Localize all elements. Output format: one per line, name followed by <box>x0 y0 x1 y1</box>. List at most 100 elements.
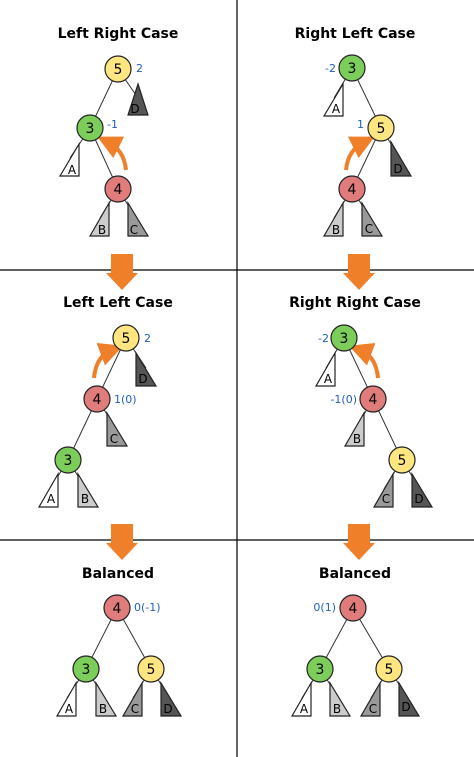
node-4 <box>83 385 111 413</box>
node-label-3: 3 <box>340 331 349 347</box>
subtree-label-c: C <box>131 702 139 716</box>
subtree-d <box>127 82 149 116</box>
subtree-label-d: D <box>414 492 423 506</box>
panel-left-right-case: Left Right Case D A B C 5 2 3 -1 4 <box>58 26 179 237</box>
node-4 <box>339 594 367 622</box>
subtree-label-a: A <box>65 702 74 716</box>
balance-factor-4: -1(0) <box>330 393 357 406</box>
subtree-b <box>95 680 118 717</box>
subtree-d <box>411 471 434 508</box>
subtree-b <box>343 410 365 447</box>
node-3 <box>306 655 334 683</box>
balance-factor-4: 1(0) <box>114 393 137 406</box>
subtree-c <box>121 680 143 717</box>
balance-factor-5: 2 <box>144 332 151 345</box>
subtree-b <box>322 200 344 237</box>
transition-arrow-right-top <box>343 254 375 290</box>
node-label-4: 4 <box>93 392 102 408</box>
panel-title: Left Left Case <box>63 295 173 311</box>
balance-factor-3: -2 <box>325 62 336 75</box>
panel-right-right-case: Right Right Case A B C D 3 -2 4 -1(0) 5 <box>289 295 434 508</box>
node-5 <box>388 446 416 474</box>
subtree-d <box>135 350 158 387</box>
node-3 <box>54 446 82 474</box>
node-4 <box>103 594 131 622</box>
node-label-3: 3 <box>316 662 325 678</box>
subtree-label-d: D <box>163 702 172 716</box>
subtree-label-a: A <box>324 372 333 386</box>
panel-title: Balanced <box>319 566 391 582</box>
balance-factor-4: 0(1) <box>313 601 336 614</box>
subtree-label-b: B <box>332 223 340 237</box>
rotation-arrow <box>344 136 375 171</box>
subtree-a <box>322 81 344 117</box>
node-label-4: 4 <box>348 182 357 198</box>
subtree-label-b: B <box>353 432 361 446</box>
node-4 <box>104 175 132 203</box>
balance-factor-5: 1 <box>357 118 364 131</box>
node-label-4: 4 <box>113 601 122 617</box>
subtree-d <box>398 680 421 717</box>
subtree-label-b: B <box>333 702 341 716</box>
panel-title: Right Right Case <box>289 295 421 311</box>
subtree-c <box>127 200 150 237</box>
subtree-a <box>37 471 59 508</box>
subtree-b <box>329 680 352 717</box>
subtree-d <box>160 680 183 717</box>
subtree-label-c: C <box>130 223 138 237</box>
subtree-label-b: B <box>99 702 107 716</box>
balance-factor-3: -1 <box>107 118 118 131</box>
subtree-label-d: D <box>401 700 410 714</box>
subtree-label-b: B <box>81 492 89 506</box>
subtree-c <box>361 200 384 237</box>
subtree-a <box>55 680 77 717</box>
rotation-arrow <box>348 342 380 379</box>
balance-factor-5: 2 <box>136 62 143 75</box>
subtree-label-a: A <box>300 702 309 716</box>
node-label-3: 3 <box>82 662 91 678</box>
node-label-4: 4 <box>369 392 378 408</box>
node-label-5: 5 <box>377 121 386 137</box>
panel-title: Balanced <box>82 566 154 582</box>
transition-arrow-left-bottom <box>106 524 138 560</box>
node-3 <box>338 54 366 82</box>
node-5 <box>137 655 165 683</box>
subtree-label-c: C <box>110 432 118 446</box>
subtree-d <box>390 139 413 177</box>
node-label-4: 4 <box>349 601 358 617</box>
subtree-label-d: D <box>138 372 147 386</box>
subtree-label-b: B <box>98 223 106 237</box>
subtree-c <box>359 680 381 717</box>
panel-balanced-right: Balanced A B C D 4 0(1) 3 5 <box>290 566 421 717</box>
node-label-5: 5 <box>147 662 156 678</box>
rotation-arrow <box>92 342 124 379</box>
node-label-5: 5 <box>385 662 394 678</box>
transition-arrow-right-bottom <box>343 524 375 560</box>
subtree-label-a: A <box>332 102 341 116</box>
node-label-5: 5 <box>122 331 131 347</box>
subtree-label-c: C <box>365 222 373 236</box>
rotation-arrow <box>97 136 128 171</box>
node-4 <box>359 385 387 413</box>
node-label-3: 3 <box>348 61 357 77</box>
subtree-a <box>58 141 80 177</box>
subtree-b <box>88 200 110 237</box>
balance-factor-3: -2 <box>318 332 329 345</box>
panel-balanced-left: Balanced A B C D 4 0(-1) 3 5 <box>55 566 183 717</box>
node-3 <box>330 324 358 352</box>
node-5 <box>112 324 140 352</box>
node-label-3: 3 <box>64 453 73 469</box>
subtree-label-d: D <box>393 162 402 176</box>
panel-left-left-case: Left Left Case D C A B 5 2 4 1(0) 3 <box>37 295 173 508</box>
node-4 <box>338 175 366 203</box>
node-5 <box>104 55 132 83</box>
node-3 <box>76 114 104 142</box>
balance-factor-4: 0(-1) <box>134 601 161 614</box>
panel-right-left-case: Right Left Case A D B C 3 -2 5 1 4 <box>295 26 416 237</box>
node-3 <box>72 655 100 683</box>
panel-title: Right Left Case <box>295 26 416 42</box>
node-label-4: 4 <box>114 182 123 198</box>
subtree-label-d: D <box>130 102 139 116</box>
subtree-c <box>106 410 129 447</box>
